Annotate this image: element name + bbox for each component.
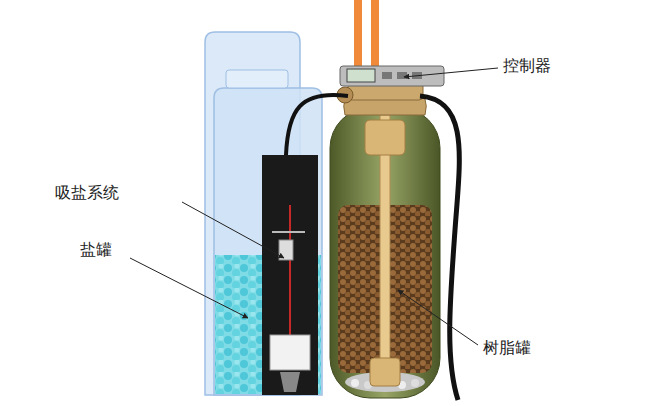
leader-line xyxy=(130,258,248,318)
float xyxy=(270,335,310,370)
brine-well xyxy=(262,155,318,395)
salt-tank-handle xyxy=(226,70,288,88)
part-label: 控制器 xyxy=(503,56,551,75)
distributor xyxy=(370,358,400,386)
part-label: 吸盐系统 xyxy=(55,183,119,202)
inlet-pipe xyxy=(354,0,362,70)
brine-valve xyxy=(280,372,300,392)
leader-line xyxy=(398,290,478,345)
part-label: 盐罐 xyxy=(80,240,112,259)
outlet-pipe xyxy=(371,0,379,70)
brine-hose xyxy=(286,95,348,155)
air-check xyxy=(279,240,293,260)
part-label: 树脂罐 xyxy=(483,338,531,357)
leader-line xyxy=(404,68,498,77)
drain-hose xyxy=(420,96,459,400)
leader-line xyxy=(182,202,284,258)
salt-tank-front xyxy=(214,88,322,395)
controller-head xyxy=(340,66,444,86)
lcd xyxy=(347,69,375,82)
resin-tank xyxy=(330,108,440,398)
